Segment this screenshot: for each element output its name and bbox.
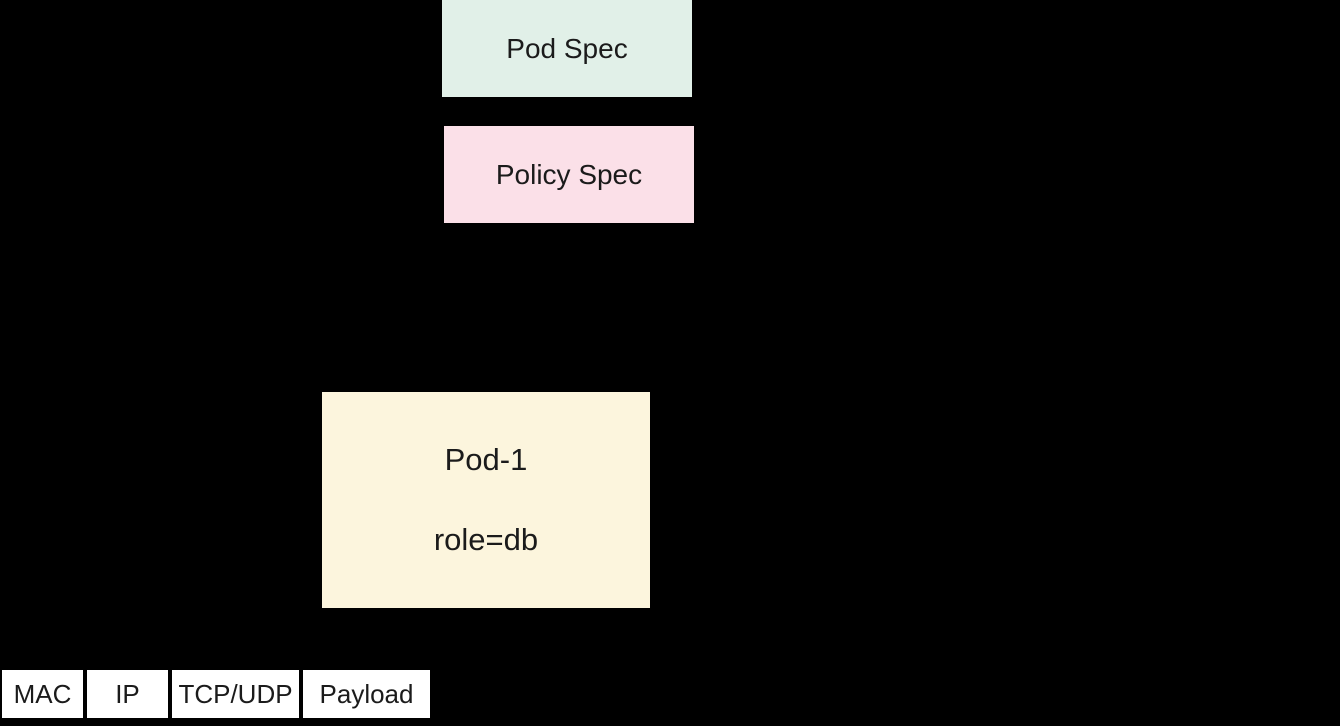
pod-1-name: Pod-1 [444, 442, 528, 477]
pod-1-box: Pod-1 role=db [322, 392, 650, 608]
packet-field-ip: IP [87, 670, 168, 718]
pod-1-role-label: role=db [433, 522, 539, 557]
pod-spec-box: Pod Spec [442, 0, 692, 97]
policy-spec-label: Policy Spec [495, 158, 643, 190]
packet-field-mac: MAC [2, 670, 83, 718]
packet-field-tcp-udp: TCP/UDP [172, 670, 299, 718]
policy-spec-box: Policy Spec [444, 126, 694, 223]
pod-spec-label: Pod Spec [506, 32, 628, 64]
packet-field-payload: Payload [303, 670, 430, 718]
packet-fields-row: MAC IP TCP/UDP Payload [2, 670, 430, 718]
